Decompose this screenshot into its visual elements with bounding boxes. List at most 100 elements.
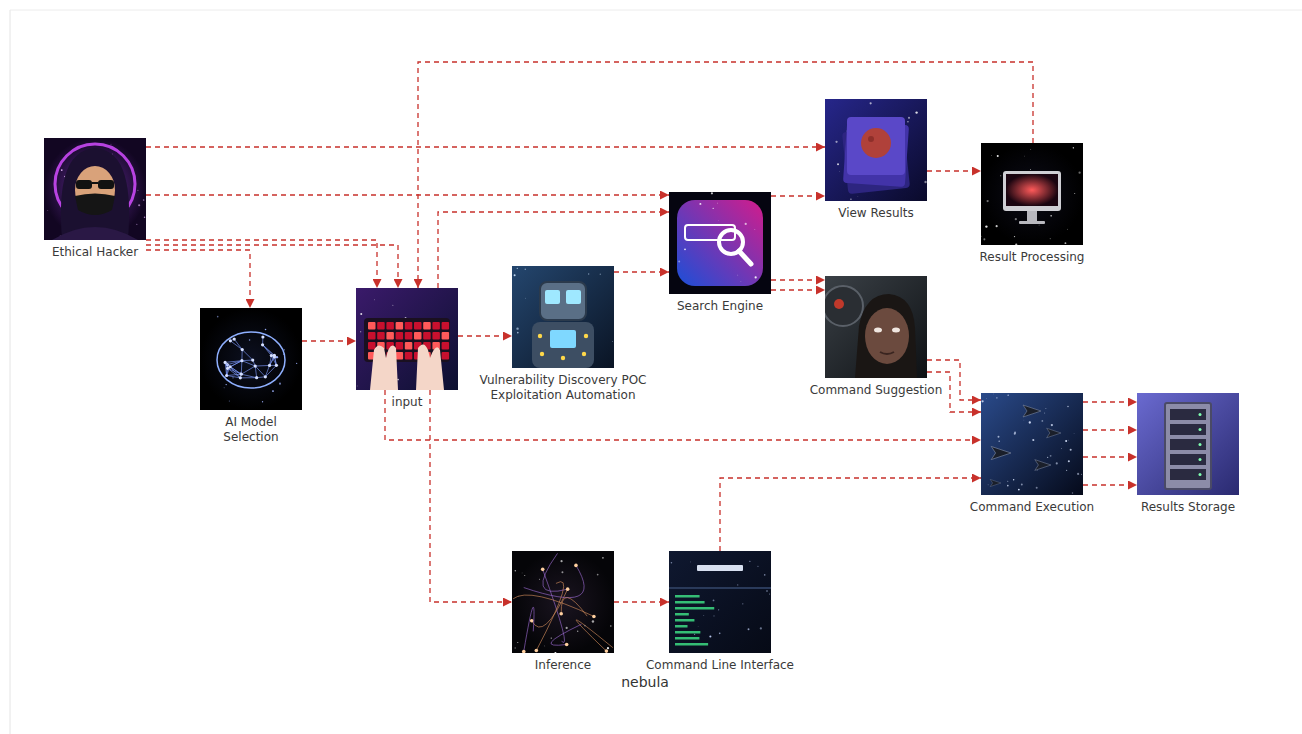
star-dot bbox=[1049, 238, 1051, 240]
icon-part bbox=[566, 290, 581, 304]
icon-part bbox=[405, 342, 413, 350]
dashed-connector bbox=[614, 271, 669, 272]
star-dot bbox=[1007, 394, 1008, 395]
star-dot bbox=[600, 274, 601, 275]
icon-part bbox=[847, 117, 905, 175]
star-dot bbox=[1056, 462, 1058, 464]
icon-part bbox=[368, 342, 376, 350]
icon-part bbox=[513, 595, 594, 616]
star-dot bbox=[766, 590, 767, 591]
star-dot bbox=[915, 111, 917, 113]
icon-part bbox=[254, 364, 257, 367]
icon-part bbox=[241, 366, 255, 374]
star-dot bbox=[514, 274, 516, 276]
icon-part bbox=[1047, 428, 1061, 438]
icon-part bbox=[675, 607, 714, 610]
star-dot bbox=[690, 561, 692, 563]
star-dot bbox=[296, 363, 297, 364]
icon-part bbox=[228, 365, 231, 368]
node-icon bbox=[669, 192, 771, 294]
icon-part bbox=[675, 631, 700, 634]
node-icon bbox=[1137, 393, 1239, 495]
icon-part bbox=[880, 352, 894, 354]
node-icon bbox=[981, 393, 1083, 495]
icon-part bbox=[405, 352, 413, 360]
icon-part bbox=[825, 286, 863, 326]
icon-part bbox=[251, 358, 254, 361]
star-dot bbox=[1030, 149, 1032, 151]
icon-part bbox=[225, 374, 228, 377]
star-dot bbox=[225, 384, 226, 385]
star-dot bbox=[769, 593, 770, 594]
star-dot bbox=[737, 584, 738, 585]
star-dot bbox=[110, 143, 112, 145]
node-icon bbox=[981, 143, 1083, 245]
star-dot bbox=[566, 627, 568, 629]
star-dot bbox=[987, 484, 989, 486]
icon-part bbox=[874, 328, 882, 333]
icon-part bbox=[268, 364, 271, 367]
star-dot bbox=[713, 615, 714, 616]
star-dot bbox=[1065, 440, 1067, 442]
icon-node: Results Storage bbox=[1137, 393, 1239, 515]
star-dot bbox=[996, 225, 998, 227]
icon-part bbox=[1199, 428, 1202, 431]
star-dot bbox=[607, 647, 609, 649]
icon-part bbox=[442, 332, 450, 340]
icon-part bbox=[255, 365, 269, 367]
star-dot bbox=[981, 400, 983, 402]
star-dot bbox=[524, 575, 526, 577]
icon-part bbox=[98, 180, 114, 189]
star-dot bbox=[392, 305, 393, 306]
star-dot bbox=[764, 574, 766, 576]
star-dot bbox=[717, 202, 719, 204]
icon-part bbox=[386, 332, 394, 340]
star-dot bbox=[678, 261, 680, 263]
star-dot bbox=[757, 566, 758, 567]
node-label: Command Line Interface bbox=[646, 658, 794, 673]
icon-background bbox=[825, 99, 927, 201]
icon-part bbox=[1035, 460, 1051, 471]
icon-part bbox=[227, 375, 241, 377]
star-dot bbox=[517, 268, 518, 269]
icon-part bbox=[75, 166, 115, 214]
icon-part bbox=[669, 192, 771, 294]
star-dot bbox=[525, 269, 526, 270]
star-dot bbox=[713, 599, 715, 601]
icon-part bbox=[368, 332, 376, 340]
star-dot bbox=[986, 200, 988, 202]
star-dot bbox=[839, 171, 841, 173]
star-dot bbox=[551, 637, 552, 638]
icon-part bbox=[240, 377, 256, 378]
star-dot bbox=[1023, 419, 1025, 421]
icon-part bbox=[432, 332, 440, 340]
icon-part bbox=[535, 649, 539, 653]
icon-part bbox=[405, 322, 413, 330]
icon-background bbox=[981, 393, 1083, 495]
icon-part bbox=[576, 620, 613, 651]
icon-node: AI Model Selection bbox=[200, 308, 302, 445]
star-dot bbox=[837, 163, 839, 165]
icon-part bbox=[52, 227, 138, 240]
star-dot bbox=[232, 377, 233, 378]
icon-part bbox=[675, 601, 705, 604]
star-dot bbox=[544, 645, 546, 647]
star-dot bbox=[217, 316, 219, 318]
node-icon bbox=[200, 308, 302, 410]
node-label: Search Engine bbox=[677, 299, 763, 314]
node-icon bbox=[825, 276, 927, 378]
star-dot bbox=[1067, 406, 1068, 407]
icon-part bbox=[892, 328, 900, 333]
icon-background bbox=[512, 551, 614, 653]
icon-part bbox=[275, 364, 278, 367]
star-dot bbox=[61, 169, 63, 171]
icon-part bbox=[442, 322, 450, 330]
dashed-connector bbox=[771, 289, 825, 290]
star-dot bbox=[991, 155, 993, 157]
star-dot bbox=[1000, 175, 1001, 176]
icon-part bbox=[1170, 454, 1206, 465]
star-dot bbox=[996, 397, 998, 399]
node-label: input bbox=[392, 395, 423, 410]
star-dot bbox=[1007, 481, 1008, 482]
star-dot bbox=[1050, 215, 1052, 217]
